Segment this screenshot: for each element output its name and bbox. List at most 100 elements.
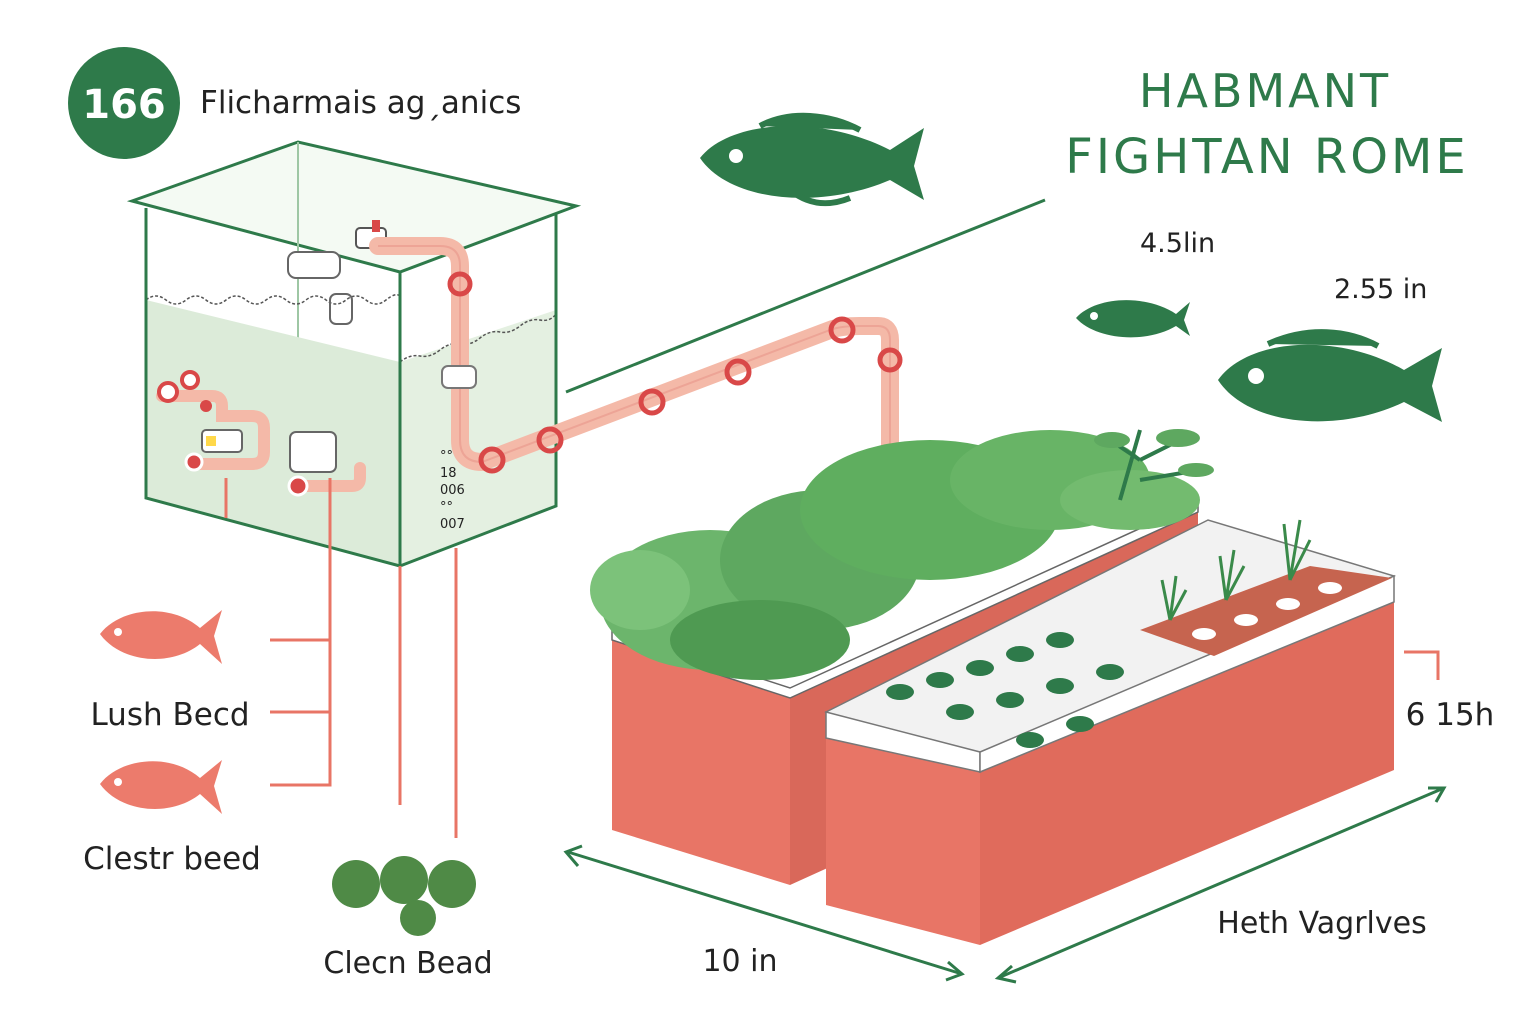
width-line xyxy=(567,850,963,976)
legend-label-1: Lush Becd xyxy=(90,697,249,733)
leaf-cluster-7 xyxy=(670,600,850,680)
fish-large-size-label: 2.55 in xyxy=(1334,274,1427,305)
main-pipe xyxy=(369,237,903,549)
fish-body xyxy=(700,126,924,200)
raft-hole xyxy=(1276,598,1300,610)
legend-label-2: Clestr beed xyxy=(83,841,261,877)
pipe-joint-6 xyxy=(828,316,856,344)
dimension-length: Heth Vagrlves xyxy=(994,786,1447,984)
fish-green-large xyxy=(1218,329,1442,422)
seedling-stems xyxy=(1108,429,1201,501)
beds-label: Heth Vagrlves xyxy=(1217,906,1426,941)
fish-fin-top xyxy=(758,112,862,133)
seedling-leaf-1 xyxy=(1094,432,1130,448)
title-line-2: FIGHTAN ROME xyxy=(1065,129,1469,185)
number-badge xyxy=(68,47,180,159)
main-pipe-outline xyxy=(378,245,891,540)
width-label: 10 in xyxy=(702,944,777,979)
raft-hole xyxy=(1318,582,1342,594)
leader-line xyxy=(565,198,1046,394)
bead xyxy=(400,900,436,936)
pipe-filter xyxy=(441,365,477,389)
badge-number: 166 xyxy=(82,82,166,128)
tank-side-frame xyxy=(399,214,558,568)
legend-fish-2 xyxy=(100,760,222,814)
scale-mark-3: 006 xyxy=(440,483,465,498)
height-label: 6 15h xyxy=(1406,697,1495,733)
width-arrow-left xyxy=(563,844,583,867)
fish-body xyxy=(1218,344,1442,422)
fish-fin-bottom xyxy=(788,187,852,207)
fitting-2 xyxy=(180,370,200,390)
legend: Lush Becd Clestr beed Clecn Bead xyxy=(83,610,493,981)
length-arrow-left xyxy=(994,964,1017,984)
seedlings-row xyxy=(886,632,1124,748)
plant-mass xyxy=(590,429,1214,680)
bed-back-rim xyxy=(611,500,1199,699)
leaf-cluster-2 xyxy=(590,550,690,630)
pipe-joint-2 xyxy=(478,446,506,474)
legend-fish-1 xyxy=(100,610,222,664)
fish-eye xyxy=(1248,368,1264,384)
scale-mark-4: °° xyxy=(440,500,453,515)
clean-bead-cluster xyxy=(332,856,476,936)
pipe-joint-5 xyxy=(724,358,752,386)
title-block: HABMANT FIGHTAN ROME xyxy=(1065,64,1469,185)
fish-tank: °° 18 006 °° 007 xyxy=(126,140,582,838)
raft-hole xyxy=(1234,614,1258,626)
fish-green-small xyxy=(1076,300,1190,338)
dimension-height: 6 15h xyxy=(1404,650,1495,733)
drain-valve xyxy=(287,475,309,497)
dimension-width: 10 in xyxy=(563,844,965,982)
tank-front-frame xyxy=(144,208,402,568)
fitting-1 xyxy=(157,381,179,403)
leaf-cluster-6 xyxy=(1060,470,1200,530)
scale-mark-5: 007 xyxy=(440,517,465,532)
inner-pipe-left xyxy=(156,390,270,470)
drain-box xyxy=(289,431,337,473)
bed-back-front xyxy=(612,640,790,885)
top-valve-cap xyxy=(372,220,380,232)
filter-light xyxy=(206,436,216,446)
tank-water-side xyxy=(400,310,556,566)
length-arrow-right xyxy=(1428,786,1447,803)
seedling-leaf-3 xyxy=(1178,463,1214,477)
raft-hole xyxy=(1192,628,1216,640)
header: 166 Flicharmais agˏanics xyxy=(68,47,521,159)
legend-label-3: Clecn Bead xyxy=(323,946,492,981)
bead xyxy=(428,860,476,908)
bead xyxy=(380,856,428,904)
pump-housing xyxy=(287,251,341,279)
fish-eye xyxy=(114,628,122,636)
fitting-4 xyxy=(184,452,204,472)
length-line xyxy=(997,786,1445,980)
pipe-joint-3 xyxy=(536,426,564,454)
fish-eye xyxy=(729,149,743,163)
title-line-1: HABMANT xyxy=(1139,64,1391,118)
pipe-joint-4 xyxy=(638,388,666,416)
fish-green-top xyxy=(700,112,924,207)
fish-body xyxy=(1076,300,1190,338)
bed-front-side xyxy=(980,602,1394,945)
height-bracket xyxy=(1404,650,1440,680)
onion-sprouts xyxy=(1160,519,1312,621)
bead xyxy=(332,860,380,908)
filter-box xyxy=(201,429,243,453)
pump-intake xyxy=(329,293,353,325)
fish-eye xyxy=(114,778,122,786)
fish-eye xyxy=(1090,312,1098,320)
tank-top xyxy=(126,140,582,274)
fish-body xyxy=(100,610,222,664)
pipe-joint-7 xyxy=(877,347,903,373)
header-subtitle: Flicharmais agˏanics xyxy=(200,85,521,121)
pipe-joint-1 xyxy=(447,271,473,297)
water-surface-front xyxy=(145,293,401,305)
tank-water-front xyxy=(146,300,400,566)
scale-mark-1: °° xyxy=(440,449,453,464)
grow-bed-front xyxy=(824,519,1397,945)
drain-pipe xyxy=(290,462,366,492)
seedling-leaf-2 xyxy=(1156,429,1200,447)
water-surface-side xyxy=(399,313,557,363)
fish-small-size-label: 4.5lin xyxy=(1140,228,1215,259)
